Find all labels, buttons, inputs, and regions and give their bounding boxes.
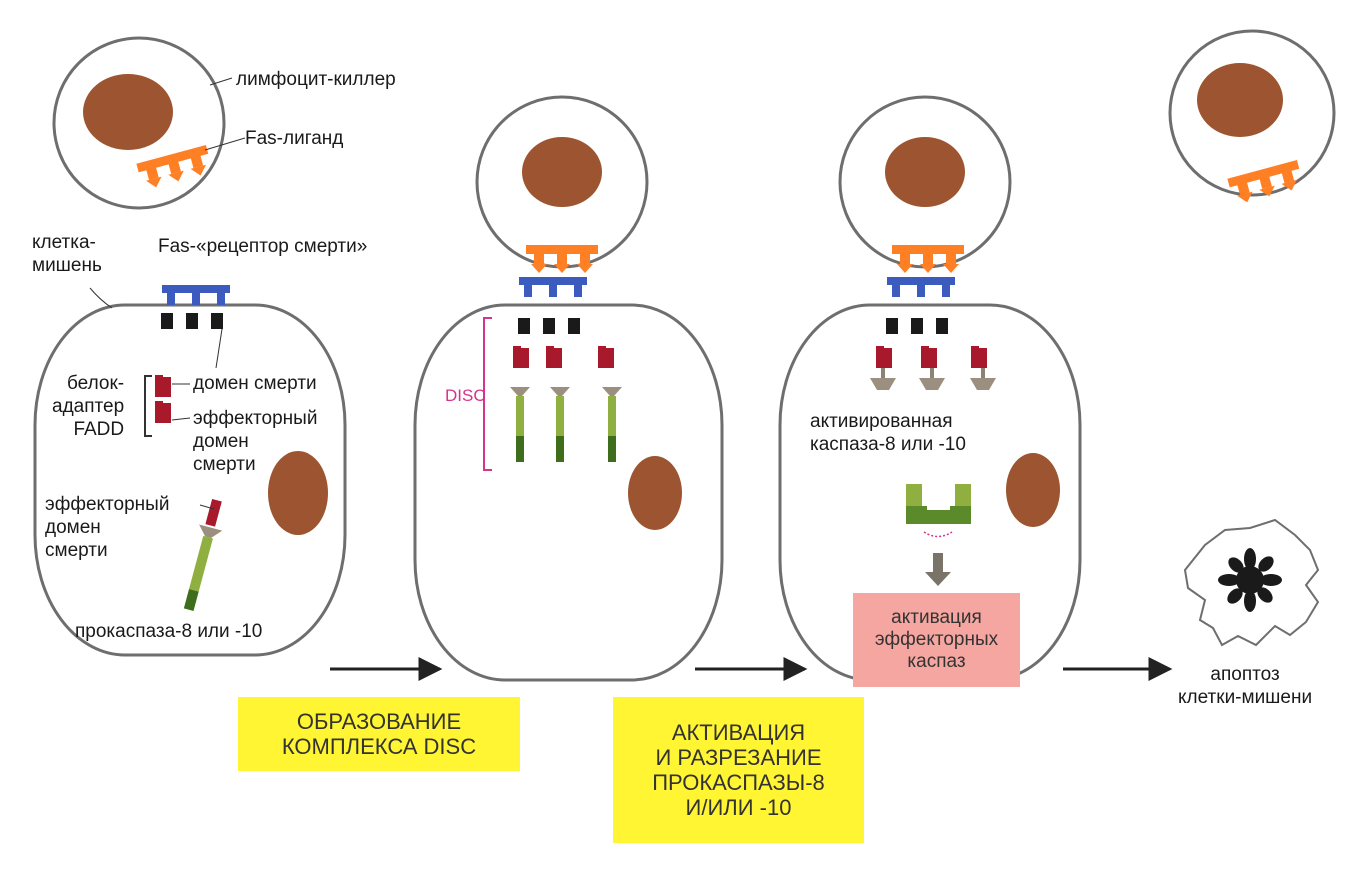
down-arrow-icon — [925, 572, 951, 586]
apoptotic-cell — [1185, 520, 1318, 645]
killer-cell-2 — [477, 97, 647, 273]
procaspase-label: прокаспаза-8 или -10 — [75, 620, 262, 643]
killer-nucleus-1 — [83, 74, 173, 150]
effector-domain-label-2: эффекторный домен смерти — [45, 493, 169, 562]
adapter-fadd-label: белок- адаптер FADD — [52, 372, 124, 441]
effector-caspases-box: активация эффекторных каспаз — [853, 593, 1020, 687]
procaspase-icon — [177, 497, 229, 612]
disc-label: DISC — [445, 386, 486, 406]
effector-domain-label-1: эффекторный домен смерти — [193, 407, 317, 476]
killer-cell-1 — [54, 38, 224, 208]
step-box-disc: ОБРАЗОВАНИЕ КОМПЛЕКСА DISC — [238, 697, 520, 771]
apoptosis-label: апоптоз клетки-мишени — [1178, 663, 1312, 709]
killer-cell-3 — [840, 97, 1010, 273]
target-cell-2 — [415, 277, 722, 680]
activated-caspase-label: активированная каспаза-8 или -10 — [810, 410, 966, 456]
fas-ligand-label: Fas-лиганд — [245, 127, 343, 150]
fas-ligand-icon — [136, 145, 213, 191]
target-cell-label: клетка- мишень — [32, 231, 102, 277]
fas-receptor-label: Fas-«рецептор смерти» — [158, 235, 367, 258]
killer-cell-4 — [1170, 31, 1334, 206]
fadd-adapter-icon — [155, 375, 171, 423]
step-box-activation: АКТИВАЦИЯ И РАЗРЕЗАНИЕ ПРОКАСПАЗЫ-8 И/ИЛ… — [613, 697, 864, 843]
activated-caspase-icon — [906, 484, 971, 537]
death-domain-label: домен смерти — [193, 372, 317, 395]
killer-lymphocyte-label: лимфоцит-киллер — [236, 68, 396, 91]
fragmented-nucleus-icon — [1218, 548, 1282, 612]
fas-receptor-icon — [162, 285, 230, 305]
